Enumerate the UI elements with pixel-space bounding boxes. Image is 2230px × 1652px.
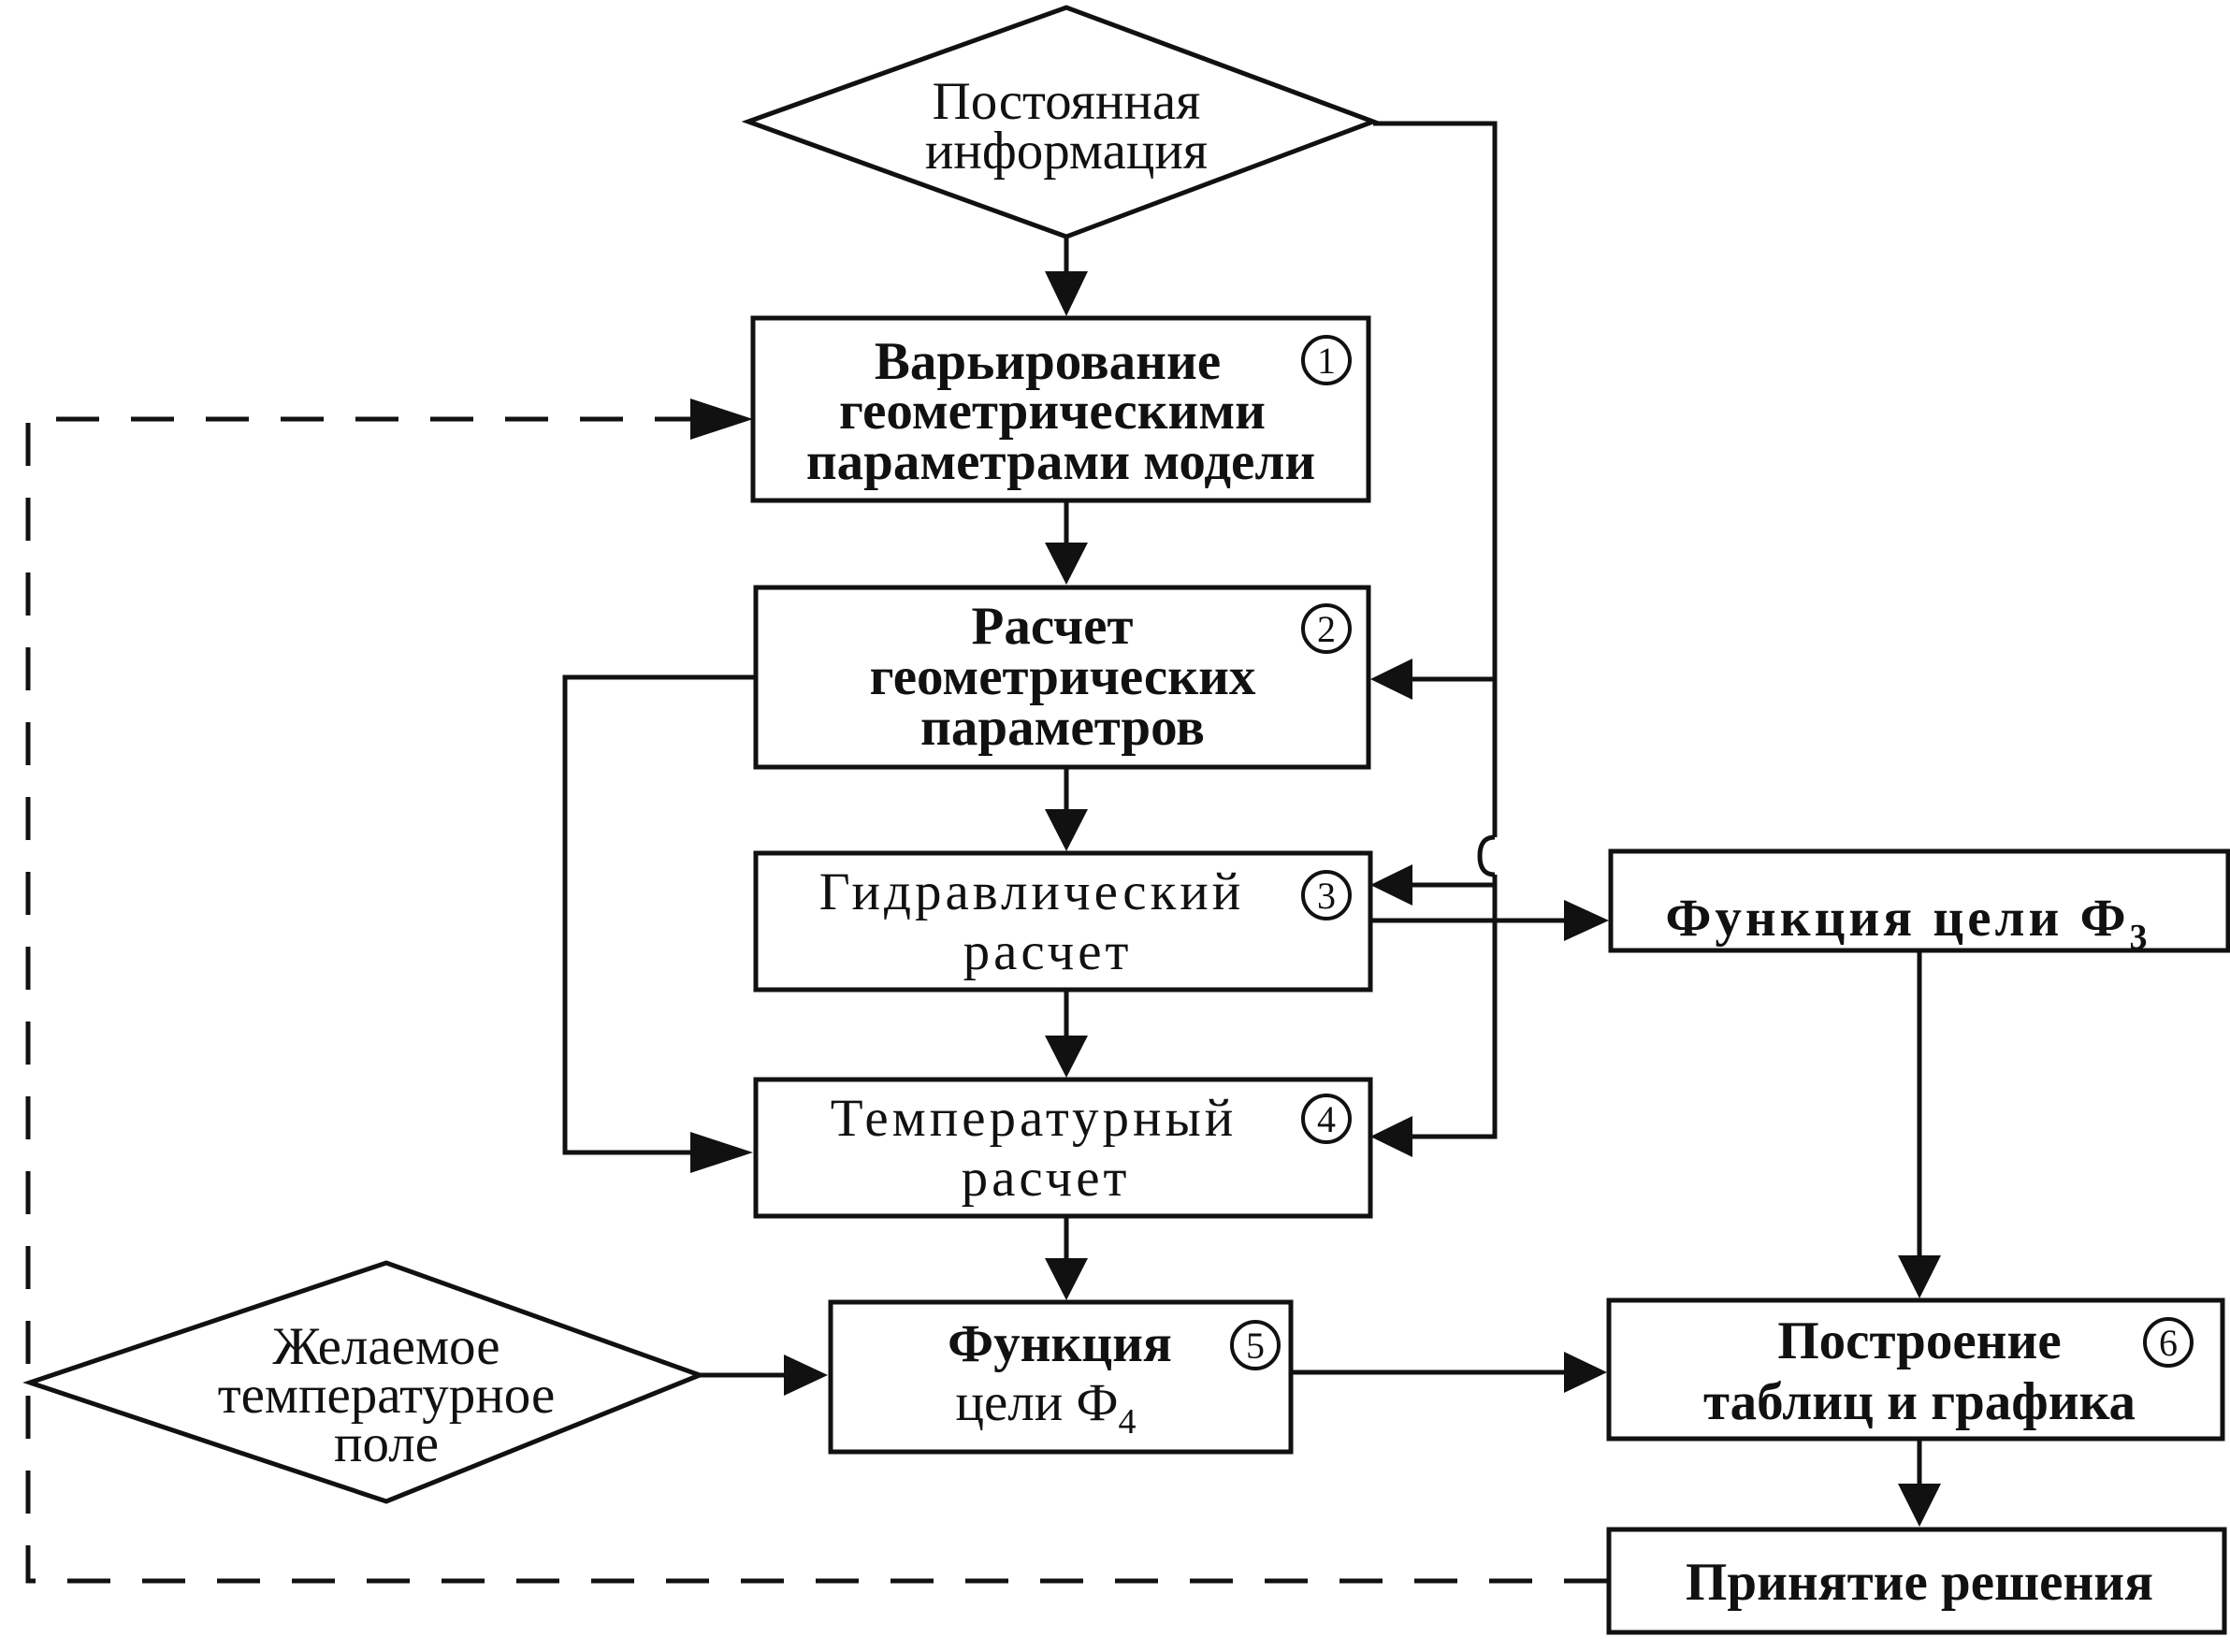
arrowhead <box>1045 809 1088 851</box>
arrowhead <box>690 399 753 440</box>
node-label: расчет <box>963 922 1133 981</box>
arrowhead <box>1898 1484 1941 1527</box>
node-label: Желаемое <box>272 1317 500 1376</box>
node-constant-info: Постоянная информация <box>741 5 1381 239</box>
node-label: Расчет <box>972 597 1134 656</box>
step-number-badge <box>1301 335 1352 385</box>
edge-step2-to-step4 <box>562 674 756 1155</box>
node-step1: Варьирование геометрическими параметрами… <box>750 315 1371 503</box>
node-label: геометрических <box>870 647 1256 706</box>
subscript: 4 <box>1119 1402 1137 1442</box>
step-number: 6 <box>2159 1322 2178 1364</box>
step-number-badge <box>1301 1094 1352 1144</box>
step-number-badge <box>1301 603 1352 654</box>
arrowhead <box>1045 543 1088 585</box>
edge-feedback-dashed <box>25 416 1607 1584</box>
process-box <box>828 1299 1294 1455</box>
step-number-badge <box>2143 1317 2194 1368</box>
node-step6: Построение таблиц и графика 6 <box>1606 1297 2225 1442</box>
node-label: Построение <box>1777 1311 2061 1370</box>
arrowhead <box>1370 864 1412 906</box>
node-label: поле <box>334 1414 439 1473</box>
line-crossing-hop <box>1477 834 1496 877</box>
process-box <box>1608 848 2230 953</box>
arrowhead <box>1370 659 1412 700</box>
process-box <box>1606 1297 2225 1442</box>
node-label: цели Ф <box>955 1373 1118 1432</box>
arrowhead <box>1045 1258 1088 1300</box>
step-number: 4 <box>1317 1098 1336 1140</box>
node-step4: Температурный расчет 4 <box>753 1077 1373 1219</box>
node-label-with-subscript: Функция цели Ф3 <box>1665 889 2150 957</box>
node-goal-f3: Функция цели Ф3 <box>1608 848 2230 957</box>
process-box <box>750 315 1371 503</box>
node-step2: Расчет геометрических параметров 2 <box>753 585 1371 770</box>
node-step5: Функция цели Ф4 5 <box>828 1299 1294 1455</box>
node-label: параметрами модели <box>806 432 1315 491</box>
step-number: 5 <box>1246 1325 1265 1367</box>
step-number-badge <box>1301 870 1352 920</box>
node-step3: Гидравлический расчет 3 <box>753 850 1373 993</box>
decision-diamond <box>741 5 1381 239</box>
node-desired-field: Желаемое температурное поле <box>22 1260 707 1504</box>
node-label: параметров <box>920 698 1205 757</box>
process-box <box>753 1077 1373 1219</box>
node-label: Температурный <box>831 1089 1238 1148</box>
process-box <box>753 850 1373 993</box>
edge-info-bus <box>1373 121 1498 837</box>
node-label: геометрическими <box>839 382 1266 441</box>
arrowhead <box>1370 1116 1412 1157</box>
node-decision: Принятие решения <box>1606 1527 2227 1635</box>
connectors <box>25 121 1941 1584</box>
arrowhead <box>784 1355 828 1396</box>
node-label: информация <box>925 122 1208 181</box>
node-label: Гидравлический <box>819 862 1245 921</box>
arrowhead <box>1045 271 1088 316</box>
edge-info-to-step4 <box>1412 875 1498 1139</box>
process-box <box>1606 1527 2227 1635</box>
arrowhead <box>1045 1036 1088 1078</box>
subscript: 3 <box>2130 918 2151 957</box>
node-label: температурное <box>218 1366 556 1425</box>
node-label: Функция цели Ф <box>1665 889 2129 948</box>
arrowhead <box>1564 1352 1607 1393</box>
process-box <box>753 585 1371 770</box>
step-number: 3 <box>1317 875 1336 917</box>
node-label: Варьирование <box>875 332 1221 391</box>
step-number: 1 <box>1317 340 1336 382</box>
decision-diamond <box>22 1260 707 1504</box>
step-number-badge <box>1230 1320 1281 1370</box>
step-number: 2 <box>1317 608 1336 650</box>
arrowhead <box>1898 1255 1941 1298</box>
node-label: расчет <box>962 1149 1131 1208</box>
node-label-with-subscript: цели Ф4 <box>955 1373 1136 1442</box>
node-label: таблиц и графика <box>1703 1372 2136 1431</box>
arrowhead <box>1564 900 1609 941</box>
node-label: Постоянная <box>933 72 1201 131</box>
node-label: Принятие решения <box>1686 1553 2153 1612</box>
arrowhead <box>690 1132 753 1173</box>
node-label: Функция <box>948 1314 1172 1373</box>
